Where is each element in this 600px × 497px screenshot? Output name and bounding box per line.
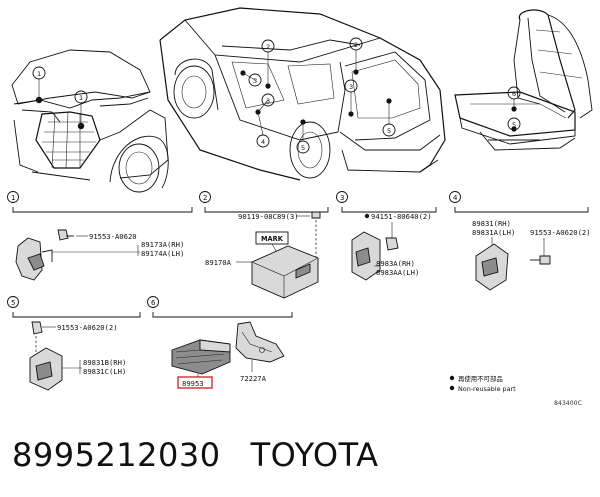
- part-label: 89831B(RH): [83, 358, 126, 367]
- rear-car-view: 2 3 3 2 3 4 5 5: [159, 7, 446, 181]
- section-3: 3 94151-80640(2) 8983A(RH) 8983AA(LH): [336, 191, 437, 281]
- section-2: 2 90119-08C89(3) MARK 89170A: [199, 191, 329, 299]
- callout-number: 2: [266, 43, 270, 51]
- section-number: 6: [151, 299, 156, 307]
- front-car-view: 1 1: [11, 49, 169, 193]
- callout-number: 1: [37, 70, 41, 78]
- part-label: 89170A: [205, 258, 232, 267]
- callout-number: 4: [261, 138, 265, 146]
- parts-diagram: 1 1: [7, 7, 593, 407]
- mark-label: MARK: [261, 235, 284, 243]
- part-label: 8983A(RH): [376, 259, 415, 268]
- figure-code: 843400C: [554, 400, 582, 407]
- part-label: 91553-A0620: [89, 232, 137, 241]
- callout-number: 5: [387, 127, 391, 135]
- callout-number: 5: [301, 144, 305, 152]
- section-4: 4 89831(RH) 89831A(LH) 91553-A0620(2): [449, 191, 591, 291]
- airbag-ecu-part: [251, 245, 319, 299]
- section-number: 1: [11, 194, 15, 202]
- part-label: 94151-80640(2): [371, 212, 432, 221]
- part-caption: 8995212030 TOYOTA: [12, 436, 379, 474]
- section-5: 5 91553-A0620(2) 89831B(RH) 89831C(LH): [7, 296, 141, 391]
- legend-text-en: Non-reusable part: [458, 385, 516, 393]
- bracket-part: [235, 321, 285, 363]
- callout-number: 2: [354, 41, 358, 49]
- highlighted-part-box: [177, 376, 213, 389]
- callout-number: 6: [512, 90, 516, 98]
- section-number: 2: [203, 194, 207, 202]
- seat-view: 6 5: [454, 9, 593, 151]
- part-label: 89831(RH): [472, 219, 511, 228]
- section-1: 1 91553-A0620 89173A(RH) 89174A(LH): [7, 191, 193, 281]
- part-number: 8995212030: [12, 436, 221, 474]
- part-label: 72227A: [240, 374, 267, 383]
- callout-number: 3: [253, 77, 257, 85]
- section-number: 4: [453, 194, 458, 202]
- callout-number: 5: [512, 121, 516, 129]
- part-label: 8983AA(LH): [376, 268, 419, 277]
- callout-number: 3: [266, 97, 270, 105]
- section-6: 6 89953 72227A: [147, 296, 293, 389]
- part-label: 91553-A0620(2): [57, 323, 118, 332]
- section-number: 3: [340, 194, 344, 202]
- part-label: 91553-A0620(2): [530, 228, 591, 237]
- part-label: 90119-08C89(3): [238, 212, 299, 221]
- part-label: 89174A(LH): [141, 249, 184, 258]
- highlighted-part-label: 89953: [182, 379, 204, 388]
- part-label: 89173A(RH): [141, 240, 184, 249]
- section-number: 5: [11, 299, 15, 307]
- callout-number: 3: [349, 83, 353, 91]
- legend: 再使用不可部品 Non-reusable part 843400C: [449, 374, 582, 407]
- callout-number: 1: [79, 94, 83, 102]
- brand-name: TOYOTA: [250, 436, 379, 474]
- non-reusable-marker: [364, 213, 370, 219]
- part-label: 89831C(LH): [83, 367, 126, 376]
- legend-text-ja: 再使用不可部品: [458, 374, 503, 383]
- part-label: 89831A(LH): [472, 228, 515, 237]
